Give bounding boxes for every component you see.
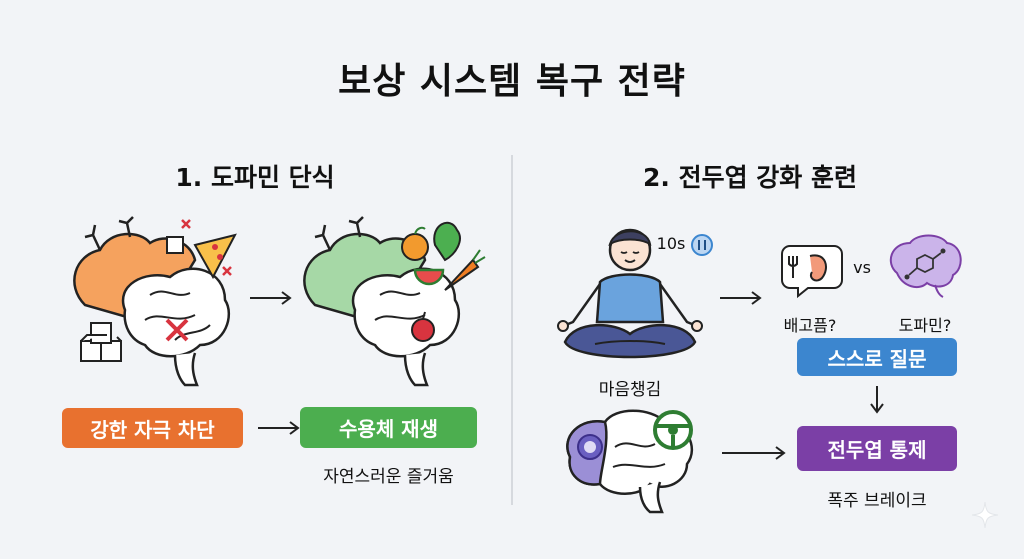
pause-icon [691,234,713,256]
self-question-label: 스스로 질문 [797,338,957,376]
section-heading-prefrontal-training: 2. 전두엽 강화 훈련 [642,163,857,192]
block-stimulus-label: 강한 자극 차단 [62,408,243,448]
section-heading-dopamine-fasting: 1. 도파민 단식 [175,163,335,192]
hunger-question-label: 배고픔? [783,316,837,335]
arrow-right-icon [720,291,762,305]
hunger-stomach-icon [781,245,843,299]
arrow-right-icon [722,446,786,460]
natural-pleasure-caption: 자연스러운 즐거움 [323,467,454,487]
receptor-regeneration-label: 수용체 재생 [300,407,477,448]
sparkle-icon [971,501,999,529]
meditating-person-icon [557,228,703,359]
section-divider [511,155,513,505]
brain-steering-wheel-icon [566,409,694,514]
arrow-right-icon [250,291,292,305]
dopamine-question-label: 도파민? [898,316,952,335]
healthy-brain-icon [303,216,486,387]
arrow-right-icon [258,421,300,435]
arrow-down-icon [870,386,884,414]
versus-label: vs [853,258,871,277]
prefrontal-control-label: 전두엽 통제 [797,426,957,471]
dopamine-brain-icon [889,234,962,298]
page-title: 보상 시스템 복구 전략 [338,61,686,102]
binge-brake-caption: 폭주 브레이크 [827,491,927,511]
mindfulness-caption: 마음챙김 [598,380,662,400]
timer-label: 10s [656,234,686,253]
overstimulated-brain-icon [73,216,237,387]
